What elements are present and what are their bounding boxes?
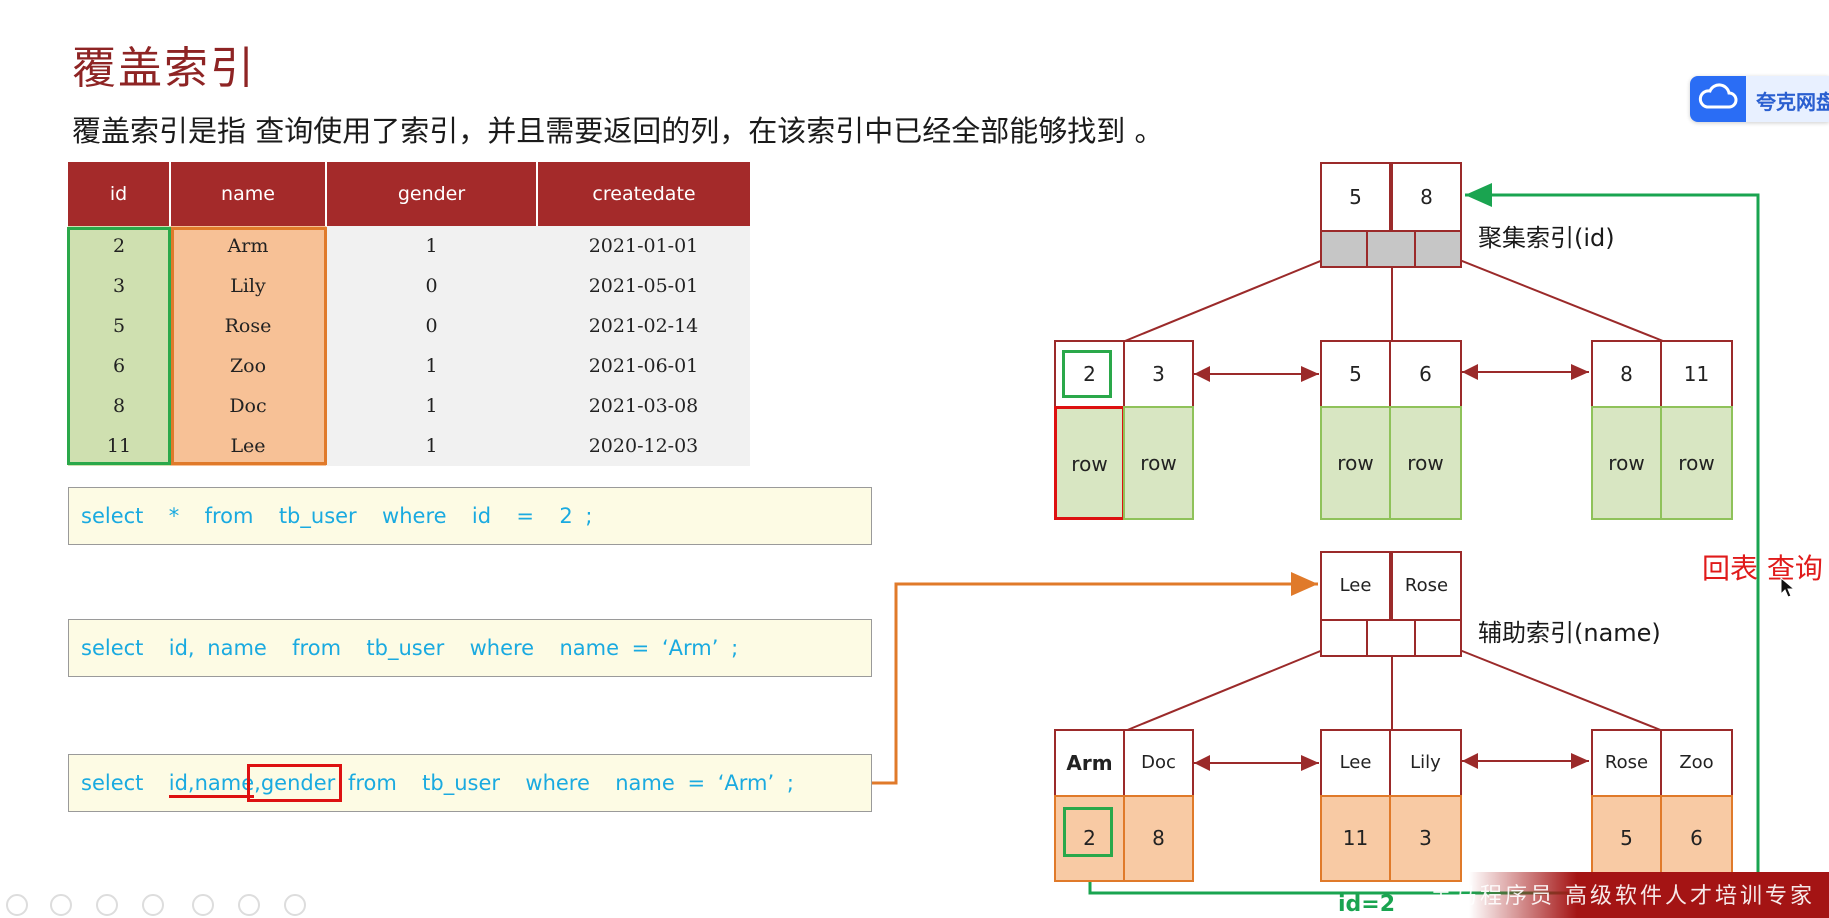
- cell-name: Zoo: [170, 346, 326, 386]
- id-2-highlight: [1063, 807, 1113, 857]
- cell-createdate: 2021-02-14: [537, 306, 750, 346]
- cell-createdate: 2021-06-01: [537, 346, 750, 386]
- cell-createdate: 2021-03-08: [537, 386, 750, 426]
- underlined-columns: id,name: [168, 771, 255, 798]
- secondary-leaf-key: Lee: [1320, 729, 1391, 797]
- clustered-leaf-key: 8: [1591, 340, 1662, 408]
- secondary-root-pointer: [1366, 619, 1416, 657]
- cell-gender: 1: [326, 386, 537, 426]
- sql-query-3: select id,name,gender from tb_user where…: [68, 754, 872, 812]
- column-header-name: name: [169, 162, 326, 226]
- sql-query-1: select * from tb_user where id = 2 ;: [68, 487, 872, 545]
- secondary-leaf-id: 8: [1123, 795, 1194, 882]
- cell-gender: 0: [326, 266, 537, 306]
- secondary-leaf-id: 11: [1320, 795, 1391, 882]
- cell-id: 5: [68, 306, 170, 346]
- clustered-root-key: 5: [1320, 162, 1391, 232]
- toolbar-zoom-icon[interactable]: [142, 894, 164, 916]
- clustered-leaf-key: 6: [1389, 340, 1462, 408]
- cell-id: 3: [68, 266, 170, 306]
- cell-createdate: 2021-01-01: [537, 226, 750, 266]
- quark-drive-label: 夸克网盘: [1756, 90, 1829, 114]
- cell-id: 8: [68, 386, 170, 426]
- toolbar-copy-icon[interactable]: [96, 894, 118, 916]
- table-row: 5 Rose 0 2021-02-14: [68, 306, 750, 346]
- secondary-index-label: 辅助索引(name): [1478, 619, 1661, 647]
- cell-gender: 1: [326, 346, 537, 386]
- secondary-leaf-key: Zoo: [1660, 729, 1733, 797]
- lookup-query-label: 回表 查询: [1702, 552, 1823, 585]
- secondary-root-pointer: [1320, 619, 1368, 657]
- clustered-leaf-row: row: [1660, 406, 1733, 520]
- column-header-gender: gender: [325, 162, 537, 226]
- toolbar-more-icon[interactable]: [284, 894, 306, 916]
- cloud-icon: [1690, 76, 1746, 122]
- id-2-highlight: [1062, 350, 1112, 398]
- secondary-root-pointer: [1414, 619, 1462, 657]
- table-row: 6 Zoo 1 2021-06-01: [68, 346, 750, 386]
- cell-gender: 0: [326, 306, 537, 346]
- clustered-index-label: 聚集索引(id): [1478, 224, 1615, 252]
- secondary-leaf-id: 3: [1389, 795, 1462, 882]
- page-subtitle: 覆盖索引是指 查询使用了索引，并且需要返回的列，在该索引中已经全部能够找到 。: [72, 114, 1164, 148]
- secondary-leaf-key: Lily: [1389, 729, 1462, 797]
- table-row: 2 Arm 1 2021-01-01: [68, 226, 750, 266]
- clustered-leaf-row: row: [1320, 406, 1391, 520]
- clustered-root-key: 8: [1391, 162, 1462, 232]
- secondary-root-key: Lee: [1320, 551, 1391, 621]
- quark-drive-button[interactable]: 夸克网盘: [1690, 76, 1829, 122]
- secondary-leaf-id: 5: [1591, 795, 1662, 882]
- secondary-leaf-key: Arm: [1054, 729, 1125, 797]
- cell-createdate: 2021-05-01: [537, 266, 750, 306]
- cell-name: Arm: [170, 226, 326, 266]
- secondary-leaf-id: 6: [1660, 795, 1733, 882]
- cell-name: Doc: [170, 386, 326, 426]
- table-row: 8 Doc 1 2021-03-08: [68, 386, 750, 426]
- table-row: 11 Lee 1 2020-12-03: [68, 426, 750, 466]
- clustered-root-pointer: [1414, 230, 1462, 268]
- cell-id: 2: [68, 226, 170, 266]
- clustered-leaf-key: 11: [1660, 340, 1733, 408]
- clustered-leaf-key: 3: [1123, 340, 1194, 408]
- secondary-leaf-key: Rose: [1591, 729, 1662, 797]
- cell-gender: 1: [326, 426, 537, 466]
- user-table: id name gender createdate 2 Arm 1 2021-0…: [68, 162, 750, 466]
- clustered-leaf-row: row: [1123, 406, 1194, 520]
- column-header-createdate: createdate: [536, 162, 750, 226]
- clustered-leaf-row: row: [1054, 406, 1125, 520]
- id-value-label: id=2: [1338, 892, 1396, 917]
- cell-id: 6: [68, 346, 170, 386]
- watermark-text: 黑马程序员 高级软件人才培训专家: [1430, 884, 1815, 909]
- page-title: 覆盖索引: [72, 43, 256, 94]
- clustered-root-pointer: [1366, 230, 1416, 268]
- toolbar-pen-icon[interactable]: [50, 894, 72, 916]
- clustered-root-pointer: [1320, 230, 1368, 268]
- cell-name: Lee: [170, 426, 326, 466]
- clustered-leaf-row: row: [1389, 406, 1462, 520]
- clustered-leaf-key: 5: [1320, 340, 1391, 408]
- cell-name: Rose: [170, 306, 326, 346]
- cell-name: Lily: [170, 266, 326, 306]
- mouse-cursor-icon: [1780, 577, 1796, 598]
- cell-id: 11: [68, 426, 170, 466]
- toolbar-slides-icon[interactable]: [192, 894, 214, 916]
- watermark-banner: 黑马程序员 高级软件人才培训专家: [1430, 872, 1829, 918]
- secondary-leaf-key: Doc: [1123, 729, 1194, 797]
- toolbar-camera-icon[interactable]: [238, 894, 260, 916]
- cell-createdate: 2020-12-03: [537, 426, 750, 466]
- clustered-leaf-row: row: [1591, 406, 1662, 520]
- column-header-id: id: [68, 162, 170, 226]
- cell-gender: 1: [326, 226, 537, 266]
- table-row: 3 Lily 0 2021-05-01: [68, 266, 750, 306]
- gender-column-box: ,gender: [247, 764, 343, 802]
- toolbar-prev-icon[interactable]: [6, 894, 28, 916]
- sql-query-2: select id, name from tb_user where name …: [68, 619, 872, 677]
- secondary-root-key: Rose: [1391, 551, 1462, 621]
